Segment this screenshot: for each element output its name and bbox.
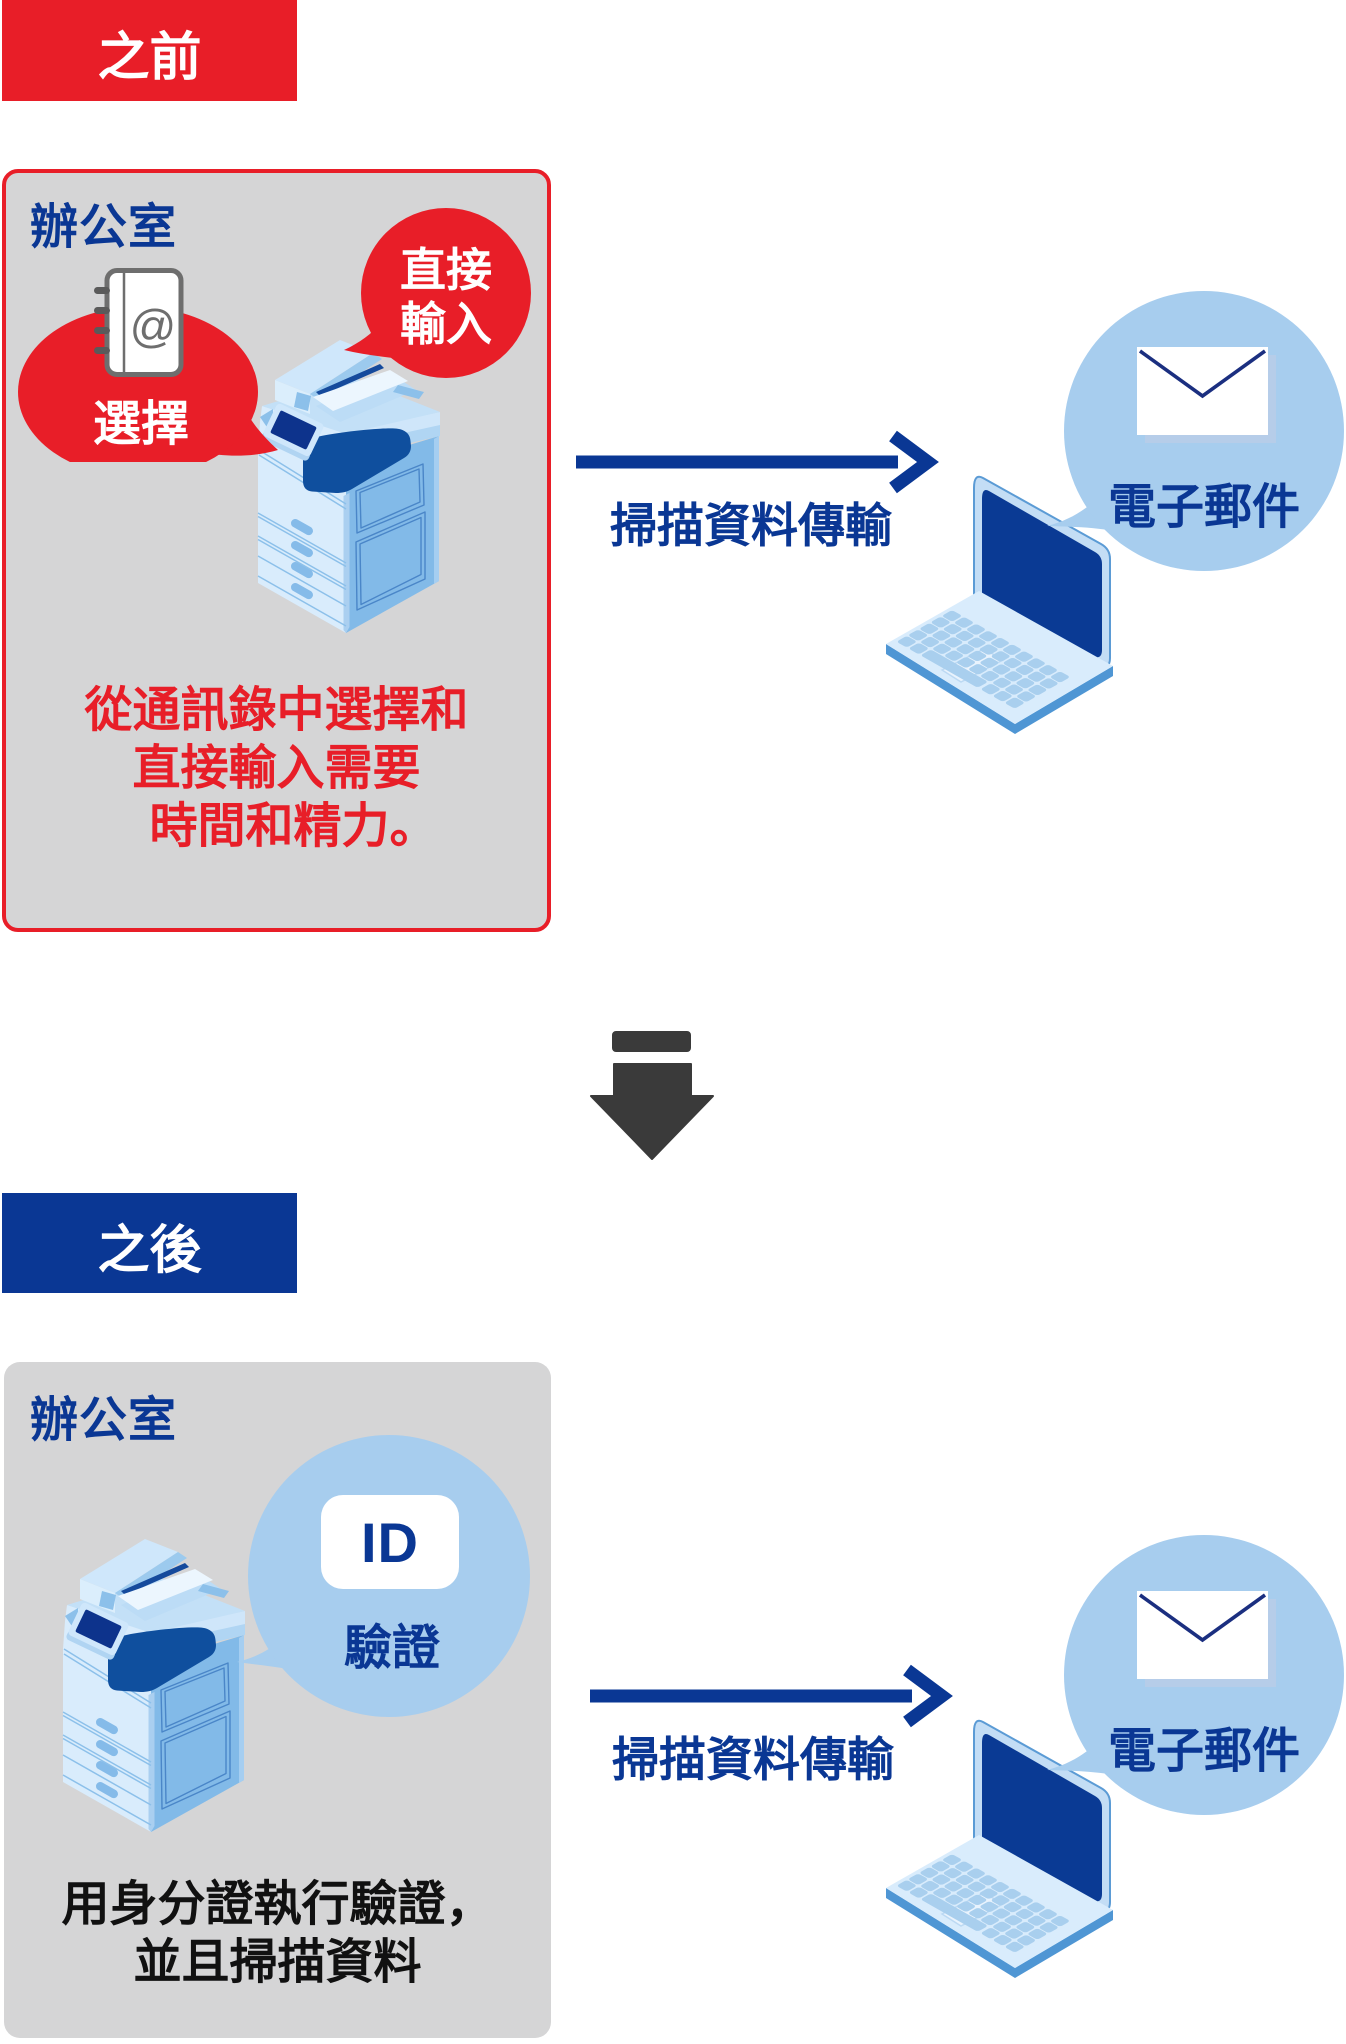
- before-office-label: 辦公室: [30, 201, 178, 254]
- direct-input-bubble-label: 直接 輸入: [400, 244, 492, 350]
- after-banner: 之後: [2, 1193, 297, 1293]
- envelope-icon: [1135, 345, 1278, 445]
- email-bubble-label: 電子郵件: [1107, 1725, 1300, 1778]
- direct-input-speech-bubble: [344, 208, 531, 378]
- id-card-badge: ID: [321, 1495, 459, 1589]
- at-symbol-icon: @: [130, 300, 177, 352]
- after-banner-label: 之後: [97, 1221, 202, 1280]
- address-book-icon: @: [94, 268, 184, 377]
- down-arrow-icon: [590, 1031, 714, 1160]
- scan-transfer-label: 掃描資料傳輸: [610, 499, 892, 552]
- before-caption: 從通訊錄中選擇和 直接輸入需要 時間和精力。: [84, 684, 469, 853]
- after-caption: 用身分證執行驗證， 並且掃描資料: [61, 1878, 494, 1989]
- printer-icon: [62, 1538, 246, 1833]
- after-office-label: 辦公室: [30, 1394, 178, 1447]
- before-banner-label: 之前: [97, 29, 202, 87]
- select-bubble-label: 選擇: [92, 398, 189, 451]
- verify-label: 驗證: [343, 1622, 440, 1675]
- before-banner: 之前: [2, 0, 297, 101]
- scan-transfer-label: 掃描資料傳輸: [612, 1733, 894, 1786]
- email-bubble-label: 電子郵件: [1107, 481, 1300, 534]
- select-speech-bubble: [18, 307, 278, 462]
- id-card-label: ID: [361, 1510, 419, 1574]
- envelope-icon: [1135, 1589, 1278, 1689]
